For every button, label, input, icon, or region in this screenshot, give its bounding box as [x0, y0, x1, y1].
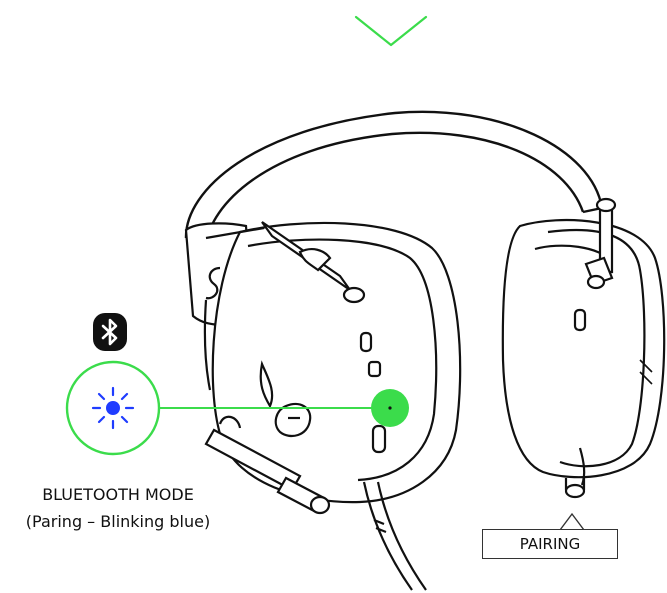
bluetooth-mode-title: BLUETOOTH MODE	[42, 485, 194, 504]
cable	[362, 481, 427, 591]
bluetooth-glyph	[101, 318, 118, 346]
led-blinking-icon	[91, 386, 135, 430]
right-ear-cup	[501, 197, 666, 499]
headset-led-dot	[388, 406, 392, 410]
pairing-pointer	[559, 512, 585, 531]
pairing-label-box: PAIRING	[482, 529, 618, 559]
microphone-boom	[204, 415, 331, 515]
bluetooth-icon	[93, 313, 127, 351]
left-ear-cup	[184, 221, 462, 504]
pairing-label: PAIRING	[519, 535, 581, 553]
chevron-down-icon	[354, 15, 428, 47]
bluetooth-mode-subtitle: (Paring – Blinking blue)	[25, 512, 211, 531]
